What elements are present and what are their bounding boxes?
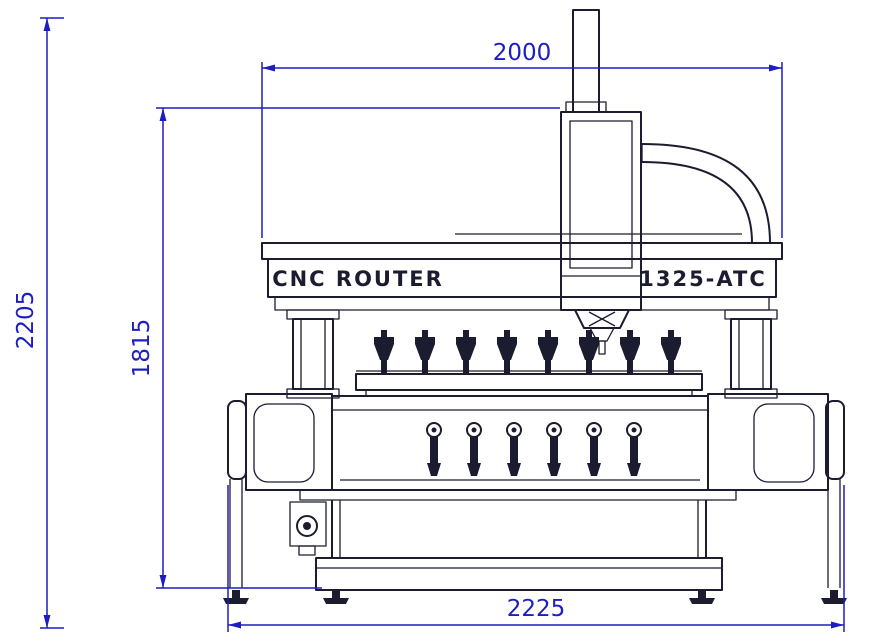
machine-name-label: CNC ROUTER <box>272 267 444 291</box>
dim-overall-width: 2225 <box>227 485 845 632</box>
clamp <box>546 422 562 477</box>
clamp <box>626 422 642 477</box>
tool-rack <box>355 330 703 396</box>
leveling-foot <box>323 590 349 604</box>
machine-drawing: CNC ROUTER 1325-ATC <box>223 9 847 604</box>
dim-overall-height: 2205 <box>13 17 64 629</box>
dim-gantry-height: 1815 <box>129 107 560 589</box>
dim-gantry-height-label: 1815 <box>129 319 155 378</box>
dimension-annotations: 2000 2205 1815 2225 <box>13 17 845 632</box>
vacuum-pump <box>289 501 327 556</box>
left-gantry-support <box>286 309 340 399</box>
gantry-beam: CNC ROUTER 1325-ATC <box>261 242 783 311</box>
clamp <box>466 422 482 477</box>
tool-holder <box>579 330 599 374</box>
tool-holder <box>497 330 517 374</box>
dim-overall-width-label: 2225 <box>507 596 566 622</box>
dim-top-width: 2000 <box>261 40 783 238</box>
machine-model-label: 1325-ATC <box>639 267 767 291</box>
clamp <box>506 422 522 477</box>
tool-holder <box>456 330 476 374</box>
clamp <box>586 422 602 477</box>
left-cabinet <box>227 393 333 491</box>
tool-holder <box>661 330 681 374</box>
right-cabinet <box>707 393 845 491</box>
leveling-foot <box>689 590 715 604</box>
right-gantry-support <box>724 309 778 399</box>
leveling-foot <box>821 590 847 604</box>
tool-holder <box>620 330 640 374</box>
machine-stand <box>229 479 841 591</box>
dim-top-width-label: 2000 <box>493 40 552 66</box>
leveling-foot <box>223 590 249 604</box>
dim-overall-height-label: 2205 <box>13 291 39 350</box>
machine-bed <box>331 395 709 491</box>
tool-holder <box>415 330 435 374</box>
z-axis-column <box>565 9 607 113</box>
spindle-carriage <box>560 111 642 311</box>
dust-hose <box>641 143 771 244</box>
tool-holder <box>538 330 558 374</box>
clamp <box>426 422 442 477</box>
tool-holder <box>374 330 394 374</box>
